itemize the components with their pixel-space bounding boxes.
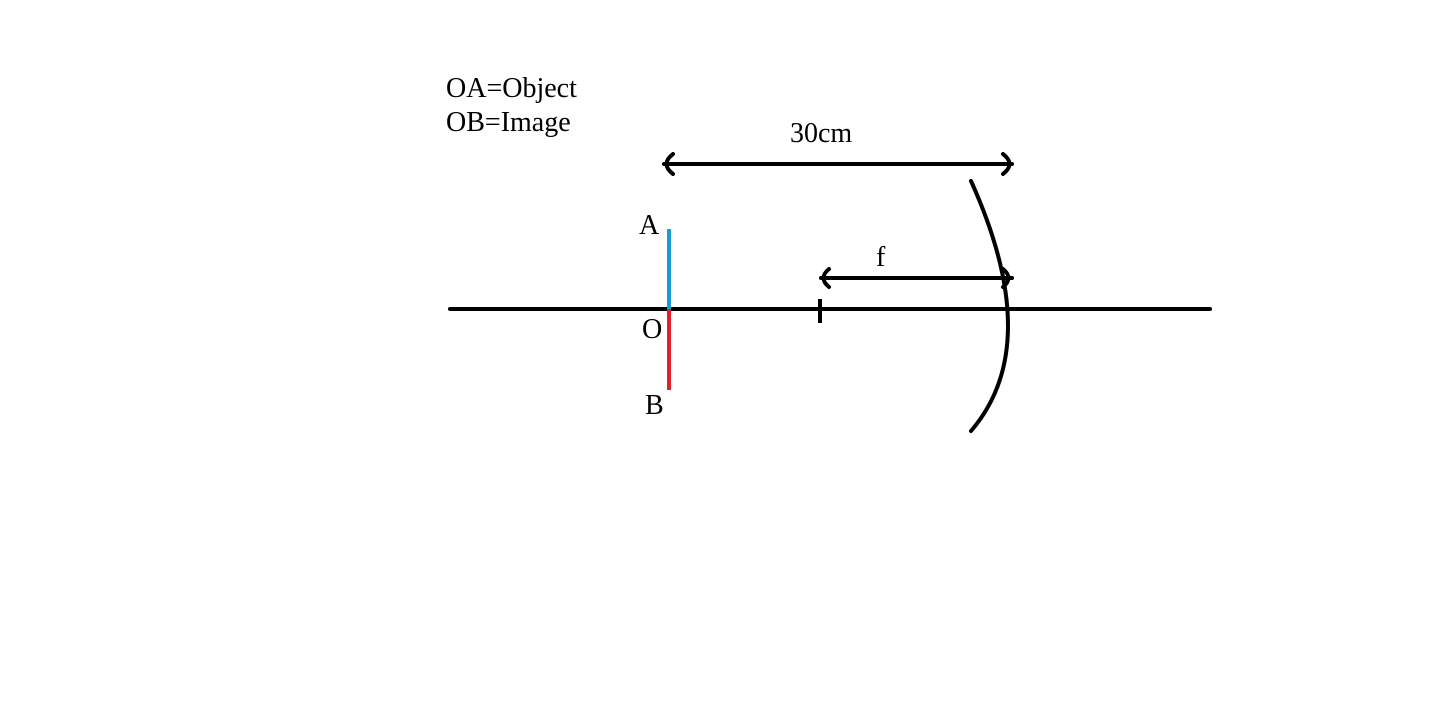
legend: OA=Object OB=Image — [446, 72, 577, 140]
point-a-label: A — [639, 210, 660, 241]
focal-length-label: f — [876, 242, 886, 273]
focal-length-arrow — [819, 267, 1014, 289]
legend-object: OA=Object — [446, 73, 577, 104]
point-b-label: B — [645, 390, 664, 421]
legend-image: OB=Image — [446, 107, 571, 138]
point-o-label: O — [642, 314, 663, 345]
convex-mirror — [969, 179, 1010, 433]
distance-arrow — [662, 152, 1014, 176]
distance-label: 30cm — [790, 118, 853, 149]
